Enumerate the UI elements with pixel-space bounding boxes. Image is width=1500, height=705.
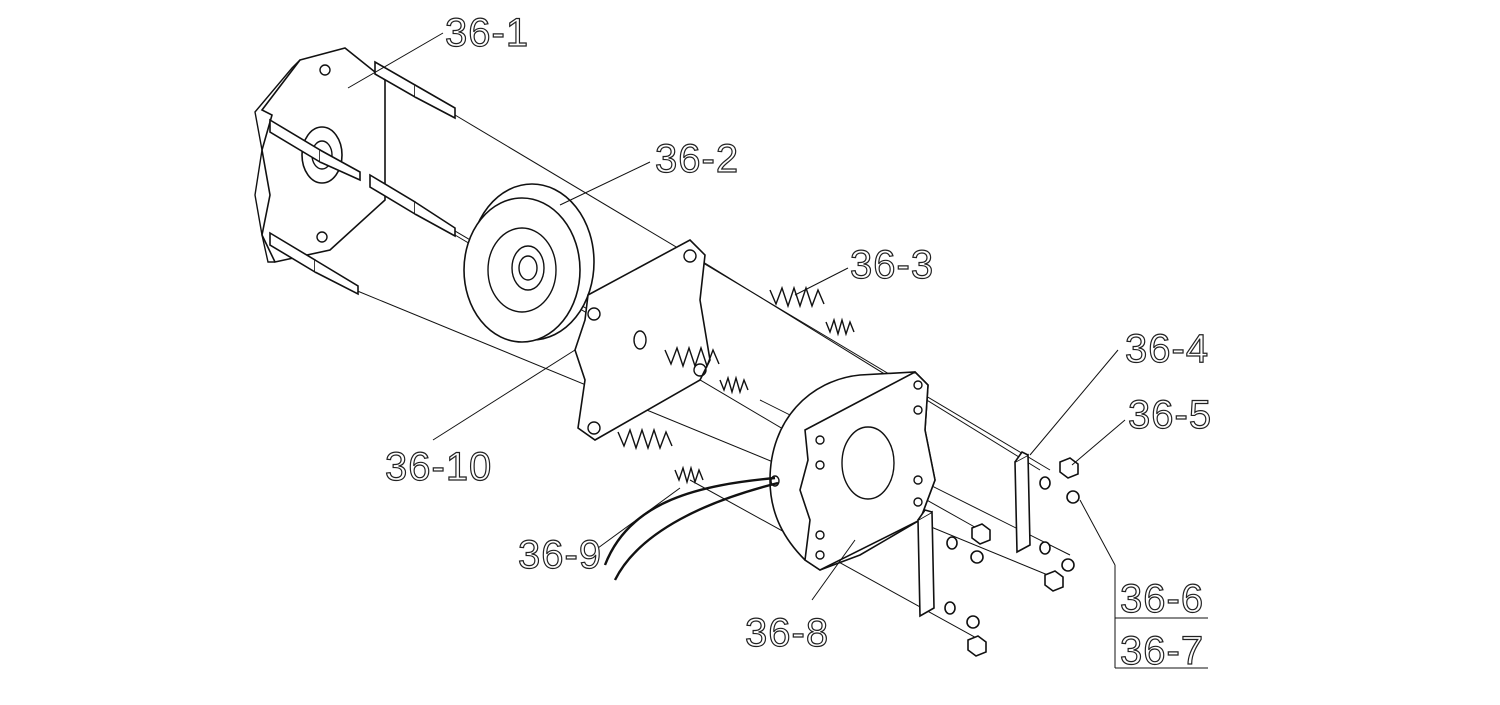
part-36-9-lead-wires — [603, 476, 779, 581]
label-36-9: 36-9 — [518, 533, 602, 577]
label-36-8: 36-8 — [745, 611, 829, 655]
springs — [617, 285, 855, 485]
label-36-3: 36-3 — [850, 243, 934, 287]
label-36-5: 36-5 — [1128, 393, 1212, 437]
part-36-2-disc — [463, 183, 595, 343]
fasteners — [944, 457, 1080, 657]
label-36-10: 36-10 — [385, 445, 492, 489]
label-36-1: 36-1 — [445, 11, 529, 55]
part-36-10-armature-plate — [574, 239, 711, 441]
assembly-axis-lines — [354, 114, 1071, 641]
label-36-6: 36-6 — [1120, 577, 1204, 621]
label-36-2: 36-2 — [655, 137, 739, 181]
label-36-4: 36-4 — [1125, 327, 1209, 371]
label-36-7: 36-7 — [1120, 629, 1204, 673]
part-labels: 36-1 36-2 36-3 36-4 36-5 36-6 36-7 36-8 … — [384, 10, 1212, 673]
part-36-8-housing — [769, 371, 936, 571]
part-36-1-end-plate — [254, 47, 456, 296]
leader-lines — [347, 32, 1208, 669]
part-36-4-brackets — [917, 450, 1031, 618]
